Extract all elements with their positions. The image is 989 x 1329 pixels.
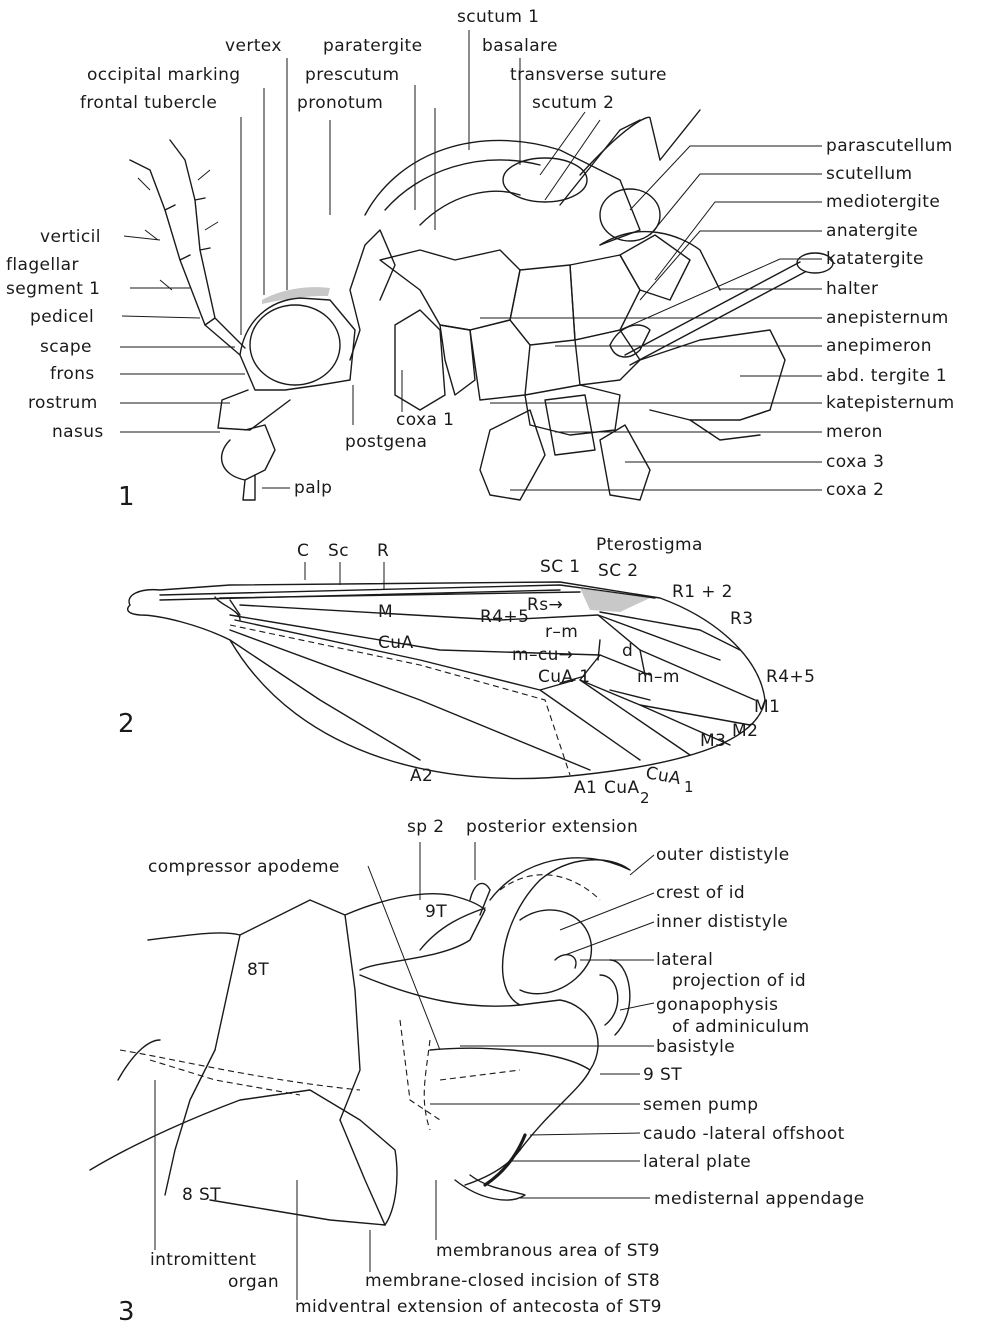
- fig1-drawing: [130, 110, 833, 500]
- label-palp: palp: [294, 478, 332, 498]
- label-flagellar-line1: flagellar: [6, 255, 79, 275]
- figure-1: 1: [6, 7, 955, 512]
- label-katatergite: katatergite: [826, 249, 924, 269]
- label-semen-pump: semen pump: [643, 1095, 758, 1115]
- label-scutellum: scutellum: [826, 164, 912, 184]
- label-inner-dististyle: inner dististyle: [656, 912, 788, 932]
- label-lateral-proj-line2: projection of id: [672, 971, 806, 991]
- label-coxa-2: coxa 2: [826, 480, 884, 500]
- label-lateral-proj-line1: lateral: [656, 950, 713, 970]
- label-pedicel: pedicel: [30, 307, 94, 327]
- label-crest-of-id: crest of id: [656, 883, 745, 903]
- label-basalare: basalare: [482, 36, 558, 56]
- label-m1: M1: [754, 697, 780, 717]
- label-compressor-apodeme: compressor apodeme: [148, 857, 340, 877]
- label-rs: Rs→: [527, 595, 563, 615]
- label-intromittent-line1: intromittent: [150, 1250, 257, 1270]
- label-d: d: [622, 641, 633, 661]
- label-m-cu: m–cu→: [512, 645, 573, 665]
- label-medisternal: medisternal appendage: [654, 1189, 865, 1209]
- label-8t: 8T: [247, 960, 269, 980]
- label-lateral-plate: lateral plate: [643, 1152, 751, 1172]
- label-cua1-inner: CuA 1: [538, 667, 591, 687]
- label-paratergite: paratergite: [323, 36, 422, 56]
- label-m2: M2: [732, 721, 758, 741]
- label-frontal-tubercle: frontal tubercle: [80, 93, 217, 113]
- label-anepisternum: anepisternum: [826, 308, 949, 328]
- label-meron: meron: [826, 422, 883, 442]
- label-r1-2: R1 + 2: [672, 582, 733, 602]
- figure-2-number: 2: [118, 709, 135, 739]
- label-verticil: verticil: [40, 227, 101, 247]
- label-transverse-suture: transverse suture: [510, 65, 667, 85]
- label-scutum-1: scutum 1: [457, 7, 539, 27]
- label-pterostigma: Pterostigma: [596, 535, 703, 555]
- label-postgena: postgena: [345, 432, 427, 452]
- label-basistyle: basistyle: [656, 1037, 735, 1057]
- label-cua1-edge: CuA: [644, 763, 682, 789]
- label-9st: 9 ST: [643, 1065, 682, 1085]
- label-prescutum: prescutum: [305, 65, 399, 85]
- fig3-drawing: [90, 858, 630, 1225]
- label-parascutellum: parascutellum: [826, 136, 953, 156]
- compound-eye: [250, 305, 340, 385]
- label-flagellar-line2: segment 1: [6, 279, 100, 299]
- label-9t: 9T: [425, 902, 447, 922]
- label-coxa-3: coxa 3: [826, 452, 884, 472]
- label-r4-5-tip: R4+5: [766, 667, 815, 687]
- label-membrane-closed: membrane-closed incision of ST8: [365, 1271, 660, 1291]
- label-r4-5-inner: R4+5: [480, 607, 529, 627]
- label-abd-tergite-1: abd. tergite 1: [826, 366, 947, 386]
- fig1-leaders: [120, 30, 822, 490]
- label-sp2: sp 2: [407, 817, 444, 837]
- figure-1-number: 1: [118, 482, 135, 512]
- label-cua2-edge: CuA: [604, 778, 639, 798]
- label-gonapophysis-line2: of adminiculum: [672, 1017, 810, 1037]
- label-m3: M3: [700, 731, 726, 751]
- label-scape: scape: [40, 337, 92, 357]
- label-r3: R3: [730, 609, 753, 629]
- label-katepisternum: katepisternum: [826, 393, 955, 413]
- label-c: C: [297, 541, 309, 561]
- label-anepimeron: anepimeron: [826, 336, 932, 356]
- label-8st: 8 ST: [182, 1185, 221, 1205]
- label-midventral: midventral extension of antecosta of ST9: [295, 1297, 662, 1317]
- label-mediotergite: mediotergite: [826, 192, 940, 212]
- label-r: R: [377, 541, 389, 561]
- label-pronotum: pronotum: [297, 93, 383, 113]
- label-anatergite: anatergite: [826, 221, 918, 241]
- label-vertex: vertex: [225, 36, 282, 56]
- label-r-m: r–m: [545, 622, 578, 642]
- figure-3-number: 3: [118, 1297, 135, 1327]
- label-scutum-2: scutum 2: [532, 93, 614, 113]
- label-coxa-1: coxa 1: [396, 410, 454, 430]
- label-intromittent-line2: organ: [228, 1272, 279, 1292]
- label-a2: A2: [410, 766, 433, 786]
- label-cua2-sub: 2: [640, 789, 650, 807]
- label-halter: halter: [826, 279, 878, 299]
- fig3-labels: sp 2 posterior extension outer dististyl…: [148, 817, 865, 1317]
- figure-3: 3: [90, 817, 865, 1327]
- label-sc: Sc: [328, 541, 349, 561]
- label-caudo-lateral: caudo -lateral offshoot: [643, 1124, 845, 1144]
- fig2-labels: C Sc R SC 1 Pterostigma SC 2 R1 + 2 R3 R…: [297, 535, 815, 807]
- figure-2: 2: [118, 535, 815, 807]
- label-nasus: nasus: [52, 422, 104, 442]
- label-m-m: m–m: [637, 667, 680, 687]
- label-outer-dististyle: outer dististyle: [656, 845, 790, 865]
- label-frons: frons: [50, 364, 95, 384]
- label-sc2: SC 2: [598, 561, 638, 581]
- label-gonapophysis-line1: gonapophysis: [656, 995, 778, 1015]
- label-occipital-marking: occipital marking: [87, 65, 240, 85]
- label-posterior-extension: posterior extension: [466, 817, 638, 837]
- label-sc1: SC 1: [540, 557, 580, 577]
- label-a1: A1: [574, 778, 597, 798]
- label-membranous-area: membranous area of ST9: [436, 1241, 660, 1261]
- label-cua: CuA: [378, 633, 413, 653]
- label-rostrum: rostrum: [28, 393, 98, 413]
- label-m: M: [378, 602, 393, 622]
- label-cua1-sub: 1: [684, 778, 694, 796]
